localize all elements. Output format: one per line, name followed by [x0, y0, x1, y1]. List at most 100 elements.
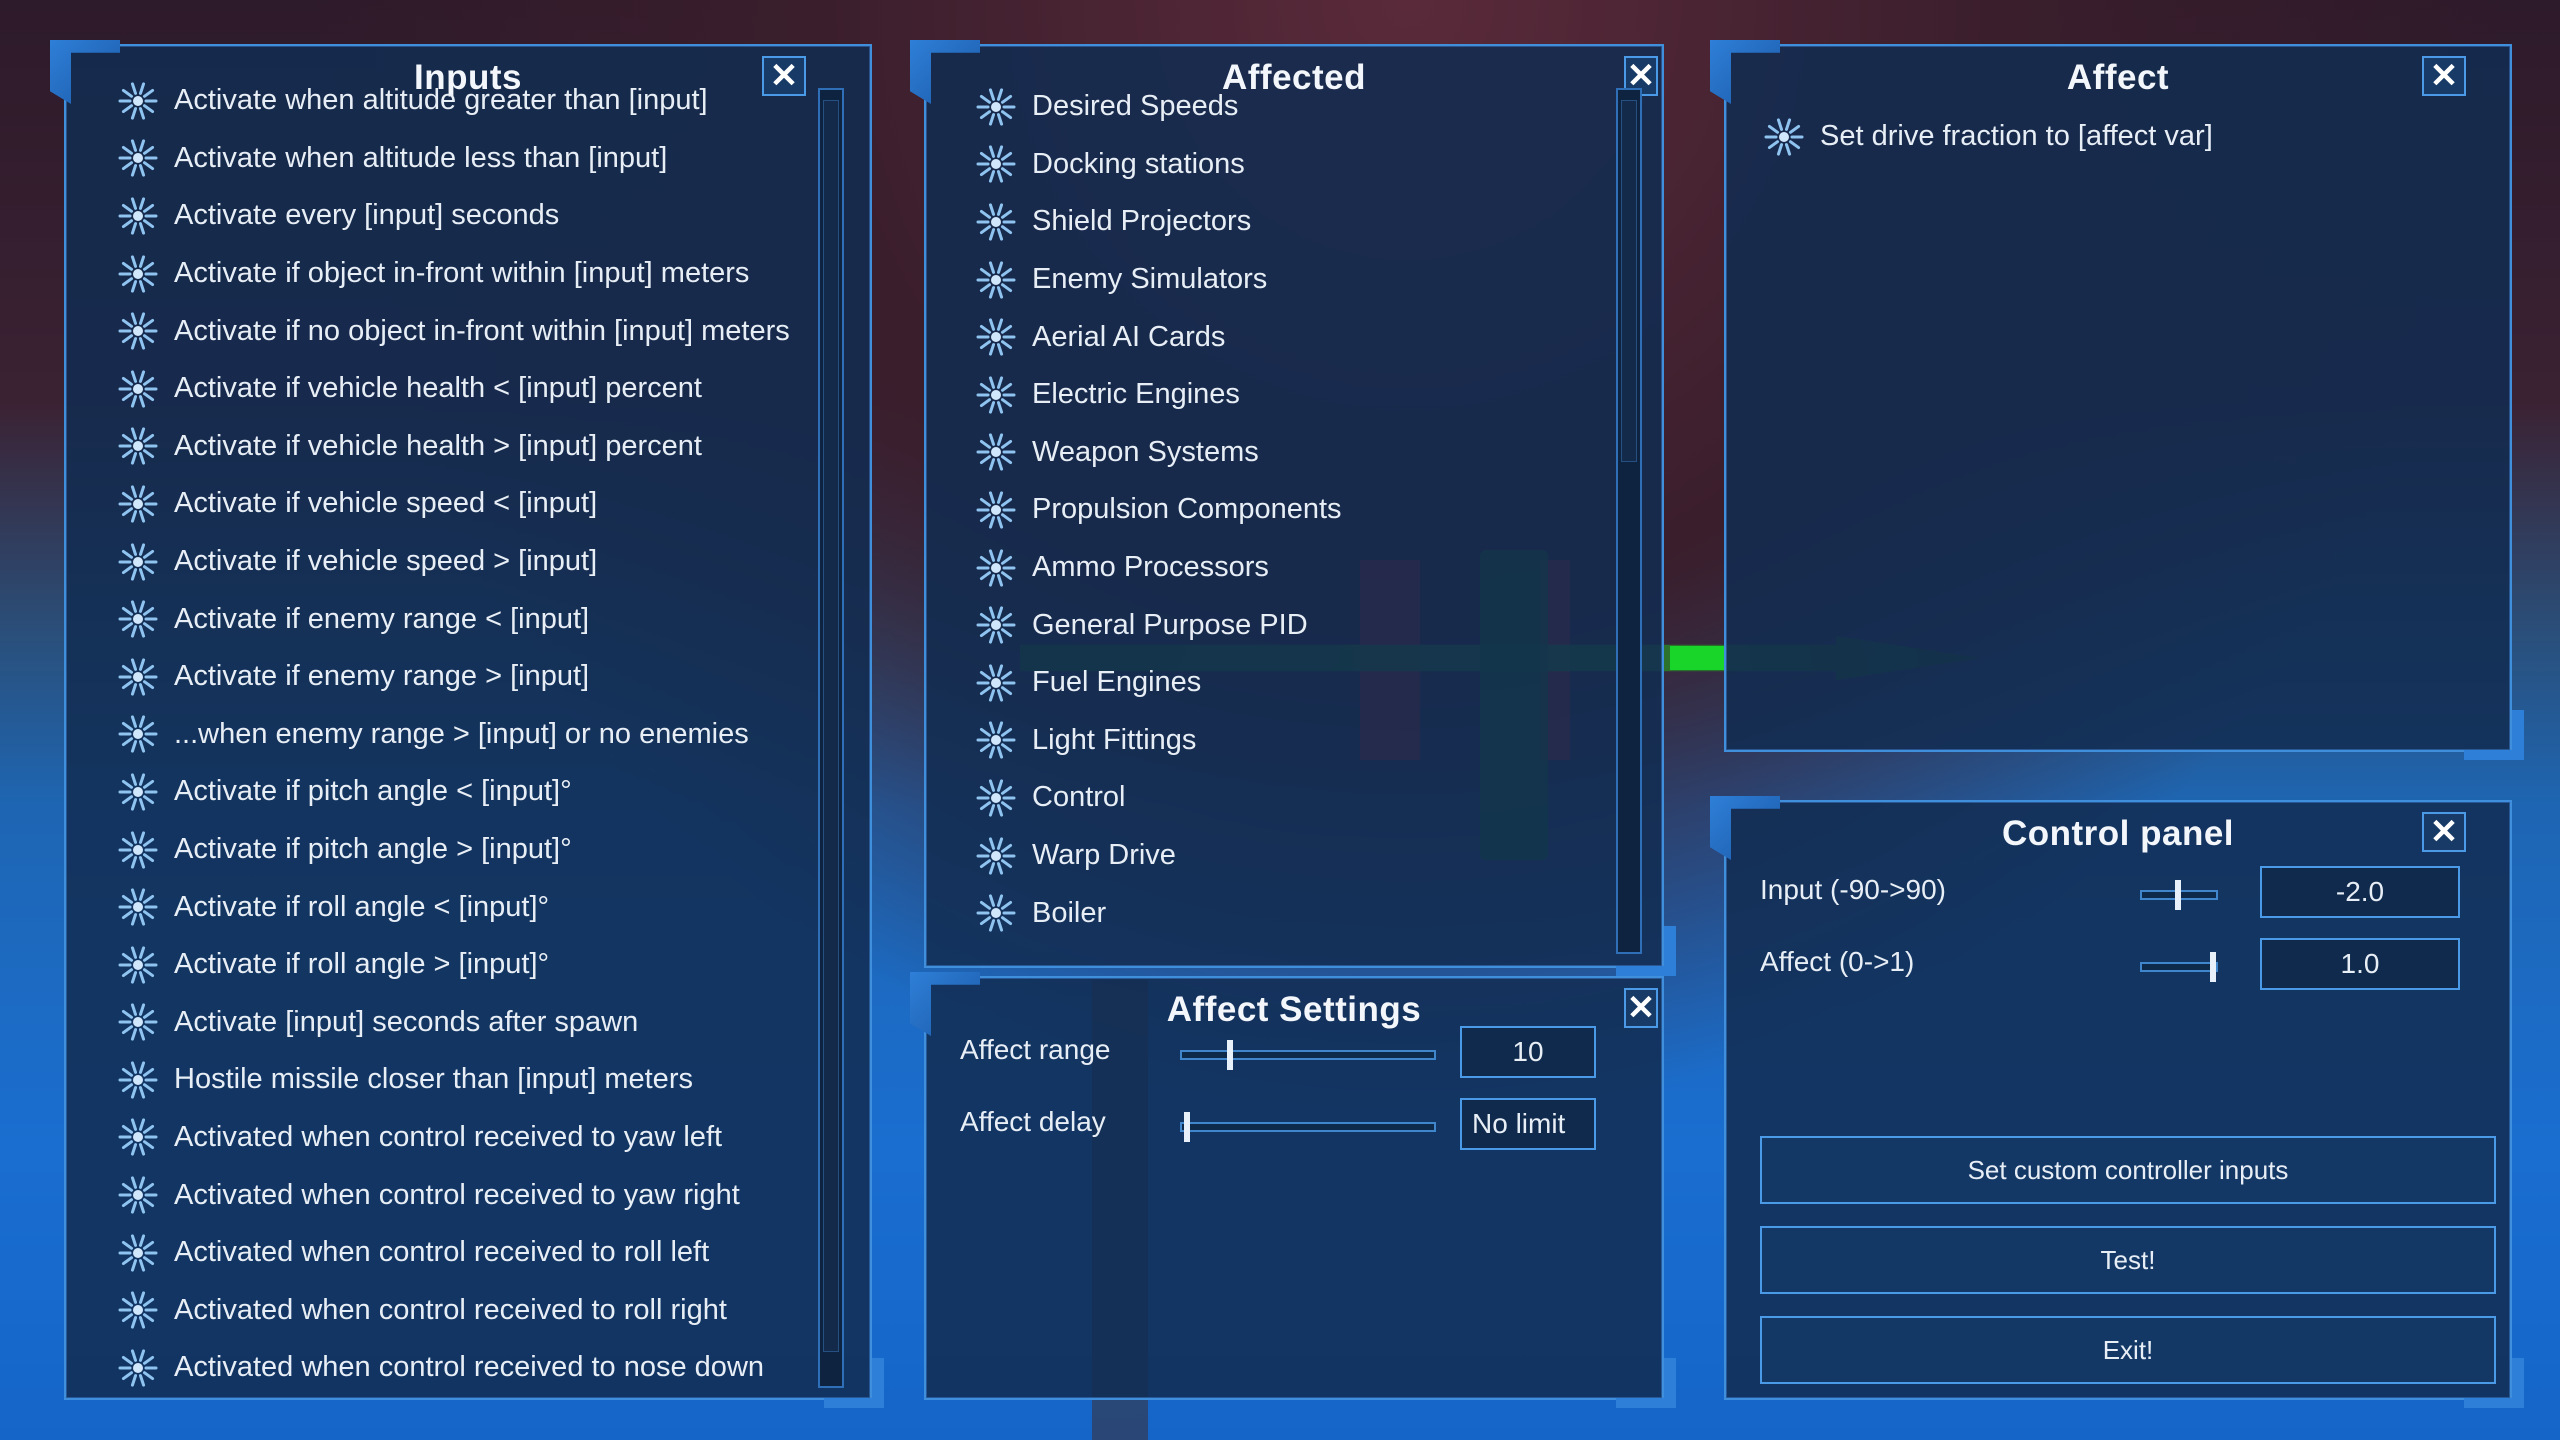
gear-icon [976, 260, 1016, 299]
inputs-scrollbar[interactable] [818, 88, 844, 1388]
affect-delay-value[interactable]: No limit [1460, 1098, 1596, 1150]
input-value[interactable]: -2.0 [2260, 866, 2460, 918]
input-item[interactable]: Activate if vehicle health > [input] per… [116, 418, 882, 476]
affected-item-label: Weapon Systems [1032, 435, 1259, 468]
affected-item[interactable]: Shield Projectors [974, 193, 1614, 251]
affected-item[interactable]: Docking stations [974, 136, 1614, 194]
gear-icon [976, 779, 1016, 817]
close-icon[interactable]: ✕ [1624, 988, 1658, 1028]
slider-knob[interactable] [2210, 952, 2216, 982]
input-item[interactable]: Activate if enemy range < [input] [116, 590, 882, 648]
affect-range-slider[interactable] [1180, 1040, 1436, 1070]
gear-icon [976, 894, 1016, 932]
control-panel-title: Control panel [2001, 814, 2235, 853]
input-item-label: Activate if pitch angle < [input]° [174, 775, 572, 808]
affected-item[interactable]: Electric Engines [974, 366, 1614, 424]
affected-item[interactable]: Boiler [974, 884, 1614, 942]
gear-icon [976, 606, 1016, 644]
affected-item-label: Enemy Simulators [1032, 263, 1268, 296]
inputs-title: Inputs [414, 58, 522, 97]
affected-item[interactable]: Enemy Simulators [974, 251, 1614, 309]
slider-knob[interactable] [2175, 880, 2182, 910]
gear-icon [118, 1349, 158, 1387]
scrollbar-thumb[interactable] [1621, 100, 1637, 462]
input-item-label: Activated when control received to yaw l… [174, 1120, 723, 1153]
affected-item[interactable]: Desired Speeds [974, 78, 1614, 136]
affected-title: Affected [1221, 58, 1367, 97]
input-item[interactable]: Activated when control received to yaw r… [116, 1166, 882, 1224]
affected-item-label: Docking stations [1032, 147, 1245, 180]
affected-item-label: Aerial AI Cards [1032, 320, 1226, 353]
input-item[interactable]: Activate if object in-front within [inpu… [116, 245, 882, 303]
input-item[interactable]: Activate if vehicle speed > [input] [116, 533, 882, 591]
affected-item[interactable]: Fuel Engines [974, 654, 1614, 712]
input-item-label: Activated when control received to roll … [174, 1236, 710, 1269]
gear-icon [118, 1061, 158, 1099]
input-item[interactable]: Activate when altitude greater than [inp… [116, 72, 882, 130]
gear-icon [118, 1176, 158, 1214]
input-slider[interactable] [2140, 880, 2218, 910]
exit-button[interactable]: Exit! [1760, 1316, 2496, 1384]
affect-settings-panel: Affect Settings ✕ Affect range 10 Affect… [924, 976, 1664, 1400]
test-button[interactable]: Test! [1760, 1226, 2496, 1294]
affected-scrollbar[interactable] [1616, 88, 1642, 954]
input-item[interactable]: Activate if roll angle > [input]° [116, 936, 882, 994]
affect-list: Set drive fraction to [affect var] [1762, 108, 2482, 188]
input-item-label: Activate if roll angle < [input]° [174, 890, 550, 923]
gear-icon [118, 370, 158, 408]
input-item[interactable]: ...when enemy range > [input] or no enem… [116, 706, 882, 764]
gear-icon [976, 145, 1016, 184]
input-item[interactable]: Activated when control received to nose … [116, 1339, 882, 1390]
affect-range-value[interactable]: 10 [1460, 1026, 1596, 1078]
affected-item[interactable]: Ammo Processors [974, 539, 1614, 597]
input-item[interactable]: Activate if roll angle < [input]° [116, 878, 882, 936]
gear-icon [976, 548, 1016, 587]
input-item[interactable]: Activated when control received to yaw l… [116, 1109, 882, 1167]
gear-icon [118, 139, 158, 178]
input-item-label: Activate if enemy range > [input] [174, 660, 590, 693]
affect-delay-slider[interactable] [1180, 1112, 1436, 1142]
input-item[interactable]: Activate if pitch angle < [input]° [116, 763, 882, 821]
affected-item[interactable]: Weapon Systems [974, 424, 1614, 482]
input-item[interactable]: Activate if enemy range > [input] [116, 648, 882, 706]
scrollbar-thumb[interactable] [823, 100, 839, 1352]
input-item[interactable]: Activate when altitude less than [input] [116, 130, 882, 188]
input-item[interactable]: Activate if pitch angle > [input]° [116, 821, 882, 879]
affected-item[interactable]: Control [974, 769, 1614, 827]
input-item[interactable]: Activate if no object in-front within [i… [116, 302, 882, 360]
gear-icon [976, 836, 1016, 875]
affected-item[interactable]: General Purpose PID [974, 596, 1614, 654]
slider-knob[interactable] [1226, 1040, 1233, 1070]
affected-item-label: Boiler [1032, 896, 1107, 929]
gear-icon [118, 888, 158, 926]
gear-icon [976, 721, 1016, 759]
input-item[interactable]: Hostile missile closer than [input] mete… [116, 1051, 882, 1109]
affected-item[interactable]: Aerial AI Cards [974, 308, 1614, 366]
affected-item[interactable]: Warp Drive [974, 827, 1614, 885]
input-item[interactable]: Activate every [input] seconds [116, 187, 882, 245]
control-panel: Control panel ✕ Input (-90->90) -2.0 Aff… [1724, 800, 2512, 1400]
affected-item[interactable]: Light Fittings [974, 712, 1614, 770]
input-item[interactable]: Activate if vehicle health < [input] per… [116, 360, 882, 418]
input-item-label: Activate if enemy range < [input] [174, 602, 590, 635]
affect-value[interactable]: 1.0 [2260, 938, 2460, 990]
affected-item[interactable]: Propulsion Components [974, 481, 1614, 539]
affected-item-label: Warp Drive [1032, 839, 1176, 872]
set-custom-controller-inputs-button[interactable]: Set custom controller inputs [1760, 1136, 2496, 1204]
gear-icon [976, 203, 1016, 241]
input-item[interactable]: Activate [input] seconds after spawn [116, 994, 882, 1052]
gear-icon [118, 312, 158, 350]
close-icon[interactable]: ✕ [2422, 56, 2466, 96]
input-item-label: Activate if object in-front within [inpu… [174, 257, 750, 290]
input-item[interactable]: Activated when control received to roll … [116, 1224, 882, 1282]
slider-knob[interactable] [1184, 1112, 1191, 1142]
input-item[interactable]: Activated when control received to roll … [116, 1281, 882, 1339]
affect-slider[interactable] [2140, 952, 2218, 982]
input-label: Input (-90->90) [1760, 874, 1946, 905]
input-item[interactable]: Activate if vehicle speed < [input] [116, 475, 882, 533]
close-icon[interactable]: ✕ [2422, 812, 2466, 852]
close-icon[interactable]: ✕ [762, 56, 806, 96]
gear-icon [118, 254, 158, 293]
affect-item[interactable]: Set drive fraction to [affect var] [1762, 108, 2482, 166]
